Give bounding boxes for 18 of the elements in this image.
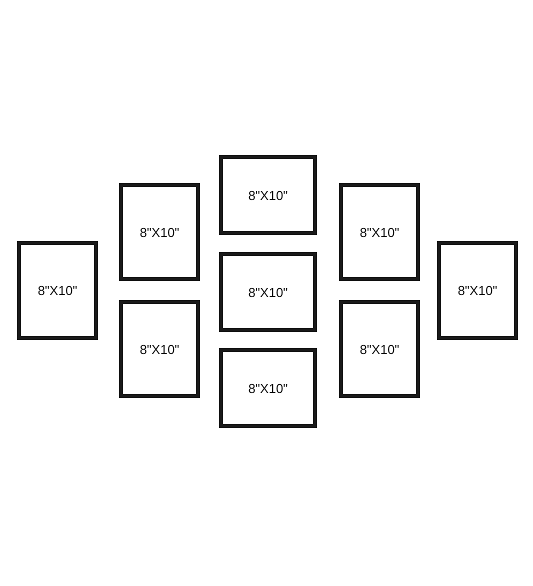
frame-size-label: 8"X10" [248, 380, 288, 396]
frame-size-label: 8"X10" [140, 224, 180, 240]
picture-frame [119, 183, 200, 281]
frame-size-label: 8"X10" [458, 283, 498, 298]
picture-frame [219, 348, 317, 428]
picture-frame [339, 183, 420, 281]
frame-size-label: 8"X10" [140, 342, 180, 356]
frame-size-label: 8"X10" [38, 283, 78, 298]
picture-frame [437, 241, 518, 340]
picture-frame [219, 155, 317, 235]
picture-frame [119, 300, 200, 398]
picture-frame [339, 300, 420, 398]
frame-size-label: 8"X10" [248, 284, 288, 300]
frame-size-label: 8"X10" [360, 342, 400, 356]
picture-frame [219, 252, 317, 332]
picture-frame [17, 241, 98, 340]
frame-size-label: 8"X10" [360, 224, 400, 240]
frame-size-label: 8"X10" [248, 188, 288, 202]
